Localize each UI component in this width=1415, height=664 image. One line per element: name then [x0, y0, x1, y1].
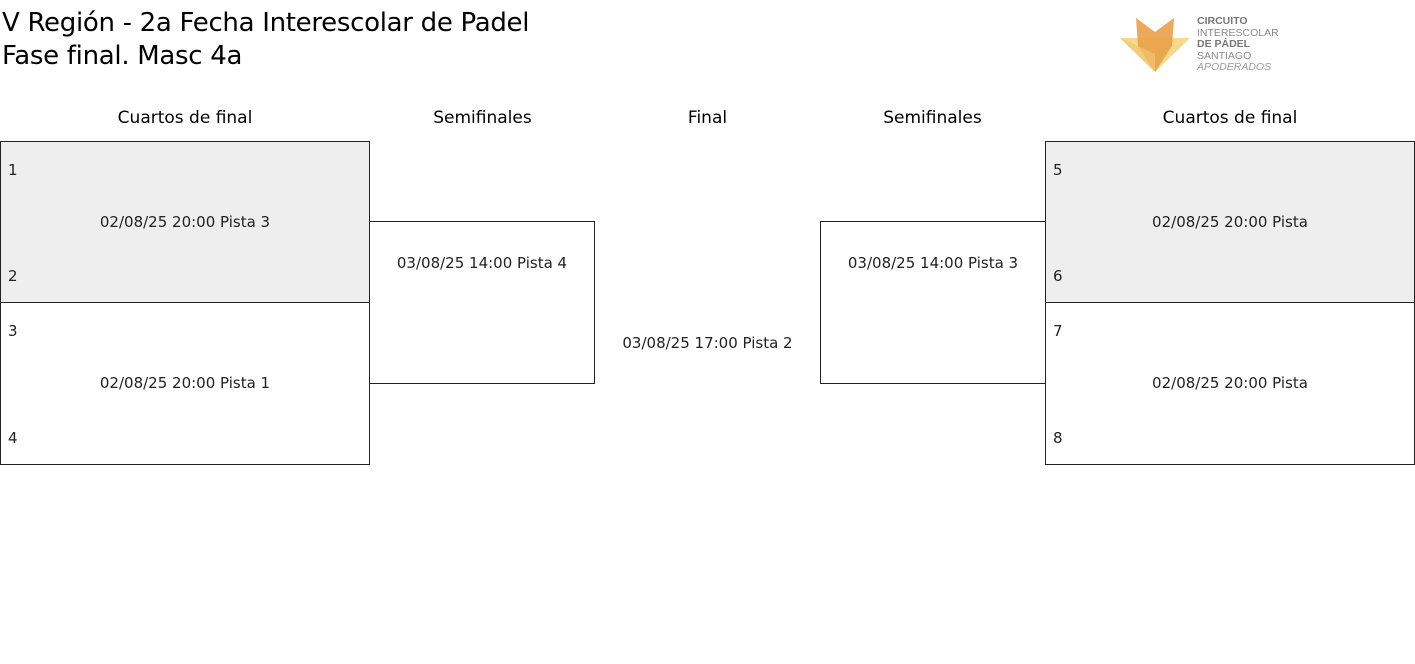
- round-header-right-semis: Semifinales: [883, 108, 982, 128]
- fox-logo-icon: [1120, 18, 1190, 72]
- round-header-left-quarters: Cuartos de final: [117, 108, 253, 128]
- seed-5: 5: [1053, 161, 1063, 179]
- match-qf-3[interactable]: 5 02/08/25 20:00 Pista 6: [1045, 141, 1415, 303]
- match-info: 02/08/25 20:00 Pista 3: [99, 213, 271, 231]
- page-subtitle: Fase final. Masc 4a: [2, 41, 243, 71]
- page-title: V Región - 2a Fecha Interescolar de Pade…: [2, 8, 530, 38]
- match-qf-1[interactable]: 1 02/08/25 20:00 Pista 3 2: [0, 141, 370, 303]
- seed-1: 1: [8, 161, 18, 179]
- round-header-right-quarters: Cuartos de final: [1162, 108, 1298, 128]
- match-info: 02/08/25 20:00 Pista 1: [99, 374, 271, 392]
- match-final[interactable]: 03/08/25 17:00 Pista 2: [622, 334, 793, 352]
- match-sf-1[interactable]: 03/08/25 14:00 Pista 4: [369, 221, 595, 384]
- logo-text-line4: SANTIAGO: [1197, 49, 1252, 62]
- right-quarters-viewport: 5 02/08/25 20:00 Pista 6 7 02/08/25 20:0…: [1045, 141, 1415, 471]
- seed-6: 6: [1053, 267, 1063, 285]
- match-info: 03/08/25 14:00 Pista 3: [847, 254, 1019, 272]
- logo-text-line2: INTERESCOLAR: [1197, 26, 1279, 39]
- logo-text-line5: APODERADOS: [1197, 61, 1272, 73]
- match-info: 02/08/25 20:00 Pista: [1152, 213, 1308, 231]
- round-header-final: Final: [687, 108, 728, 128]
- match-info: 03/08/25 14:00 Pista 4: [396, 254, 568, 272]
- seed-2: 2: [8, 267, 18, 285]
- round-header-left-semis: Semifinales: [433, 108, 532, 128]
- match-info: 02/08/25 20:00 Pista: [1152, 374, 1308, 392]
- match-qf-4[interactable]: 7 02/08/25 20:00 Pista 8: [1045, 302, 1415, 465]
- match-sf-2[interactable]: 03/08/25 14:00 Pista 3: [820, 221, 1046, 384]
- seed-3: 3: [8, 322, 18, 340]
- logo-text-line1: CIRCUITO: [1197, 15, 1248, 27]
- circuit-logo: CIRCUITO INTERESCOLAR DE PÁDEL SANTIAGO …: [1118, 12, 1280, 76]
- seed-8: 8: [1053, 429, 1063, 447]
- match-qf-2[interactable]: 3 02/08/25 20:00 Pista 1 4: [0, 302, 370, 465]
- logo-text-line3: DE PÁDEL: [1197, 38, 1251, 50]
- seed-7: 7: [1053, 322, 1063, 340]
- seed-4: 4: [8, 429, 18, 447]
